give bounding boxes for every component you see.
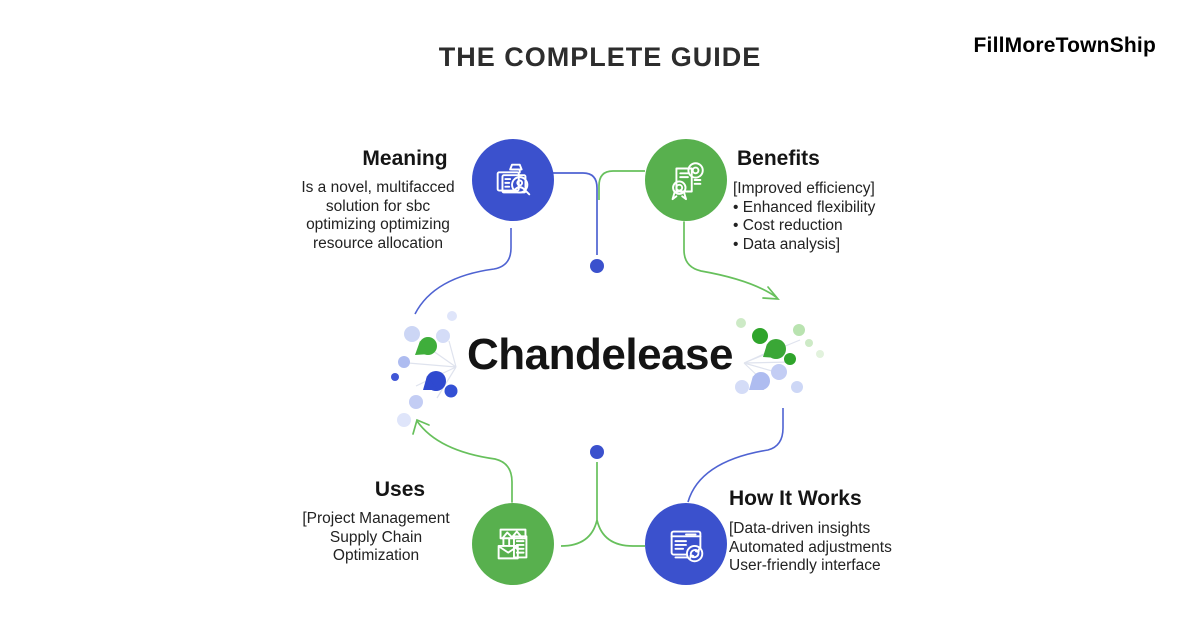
arrowhead-icon bbox=[412, 418, 430, 435]
benefits-list: [Improved efficiency] • Enhanced flexibi… bbox=[733, 180, 876, 253]
uses-list: [Project Management Supply Chain Optimiz… bbox=[302, 510, 450, 565]
how-it-works-list: [Data-driven insights Automated adjustme… bbox=[729, 520, 892, 575]
arrowhead-icon bbox=[762, 286, 780, 300]
page-title: THE COMPLETE GUIDE bbox=[438, 42, 762, 72]
id-badge-magnifier-icon bbox=[490, 157, 536, 203]
connector-top bbox=[553, 170, 645, 273]
connector-bottom bbox=[560, 445, 645, 547]
meaning-node-circle[interactable] bbox=[472, 139, 554, 221]
green-drop bbox=[415, 337, 437, 355]
benefits-node-circle[interactable] bbox=[645, 139, 727, 221]
how-it-works-node-circle[interactable] bbox=[645, 503, 727, 585]
brand-logo-text: FillMoreTownShip bbox=[973, 34, 1156, 57]
uses-title: Uses bbox=[374, 478, 426, 501]
how-it-works-title: How It Works bbox=[729, 487, 862, 510]
center-wordmark: Chandelease bbox=[467, 330, 733, 379]
top-junction-dot bbox=[590, 259, 604, 273]
uses-node-circle[interactable] bbox=[472, 503, 554, 585]
certificate-document-icon bbox=[663, 157, 709, 203]
meaning-title: Meaning bbox=[362, 147, 448, 170]
meaning-description: Is a novel, multifacced solution for sbc… bbox=[301, 179, 455, 252]
green-drop bbox=[763, 339, 786, 359]
benefits-title: Benefits bbox=[737, 147, 820, 170]
warehouse-boxes-icon bbox=[490, 521, 536, 567]
monitor-sync-icon bbox=[663, 521, 709, 567]
bottom-junction-dot bbox=[590, 445, 604, 459]
